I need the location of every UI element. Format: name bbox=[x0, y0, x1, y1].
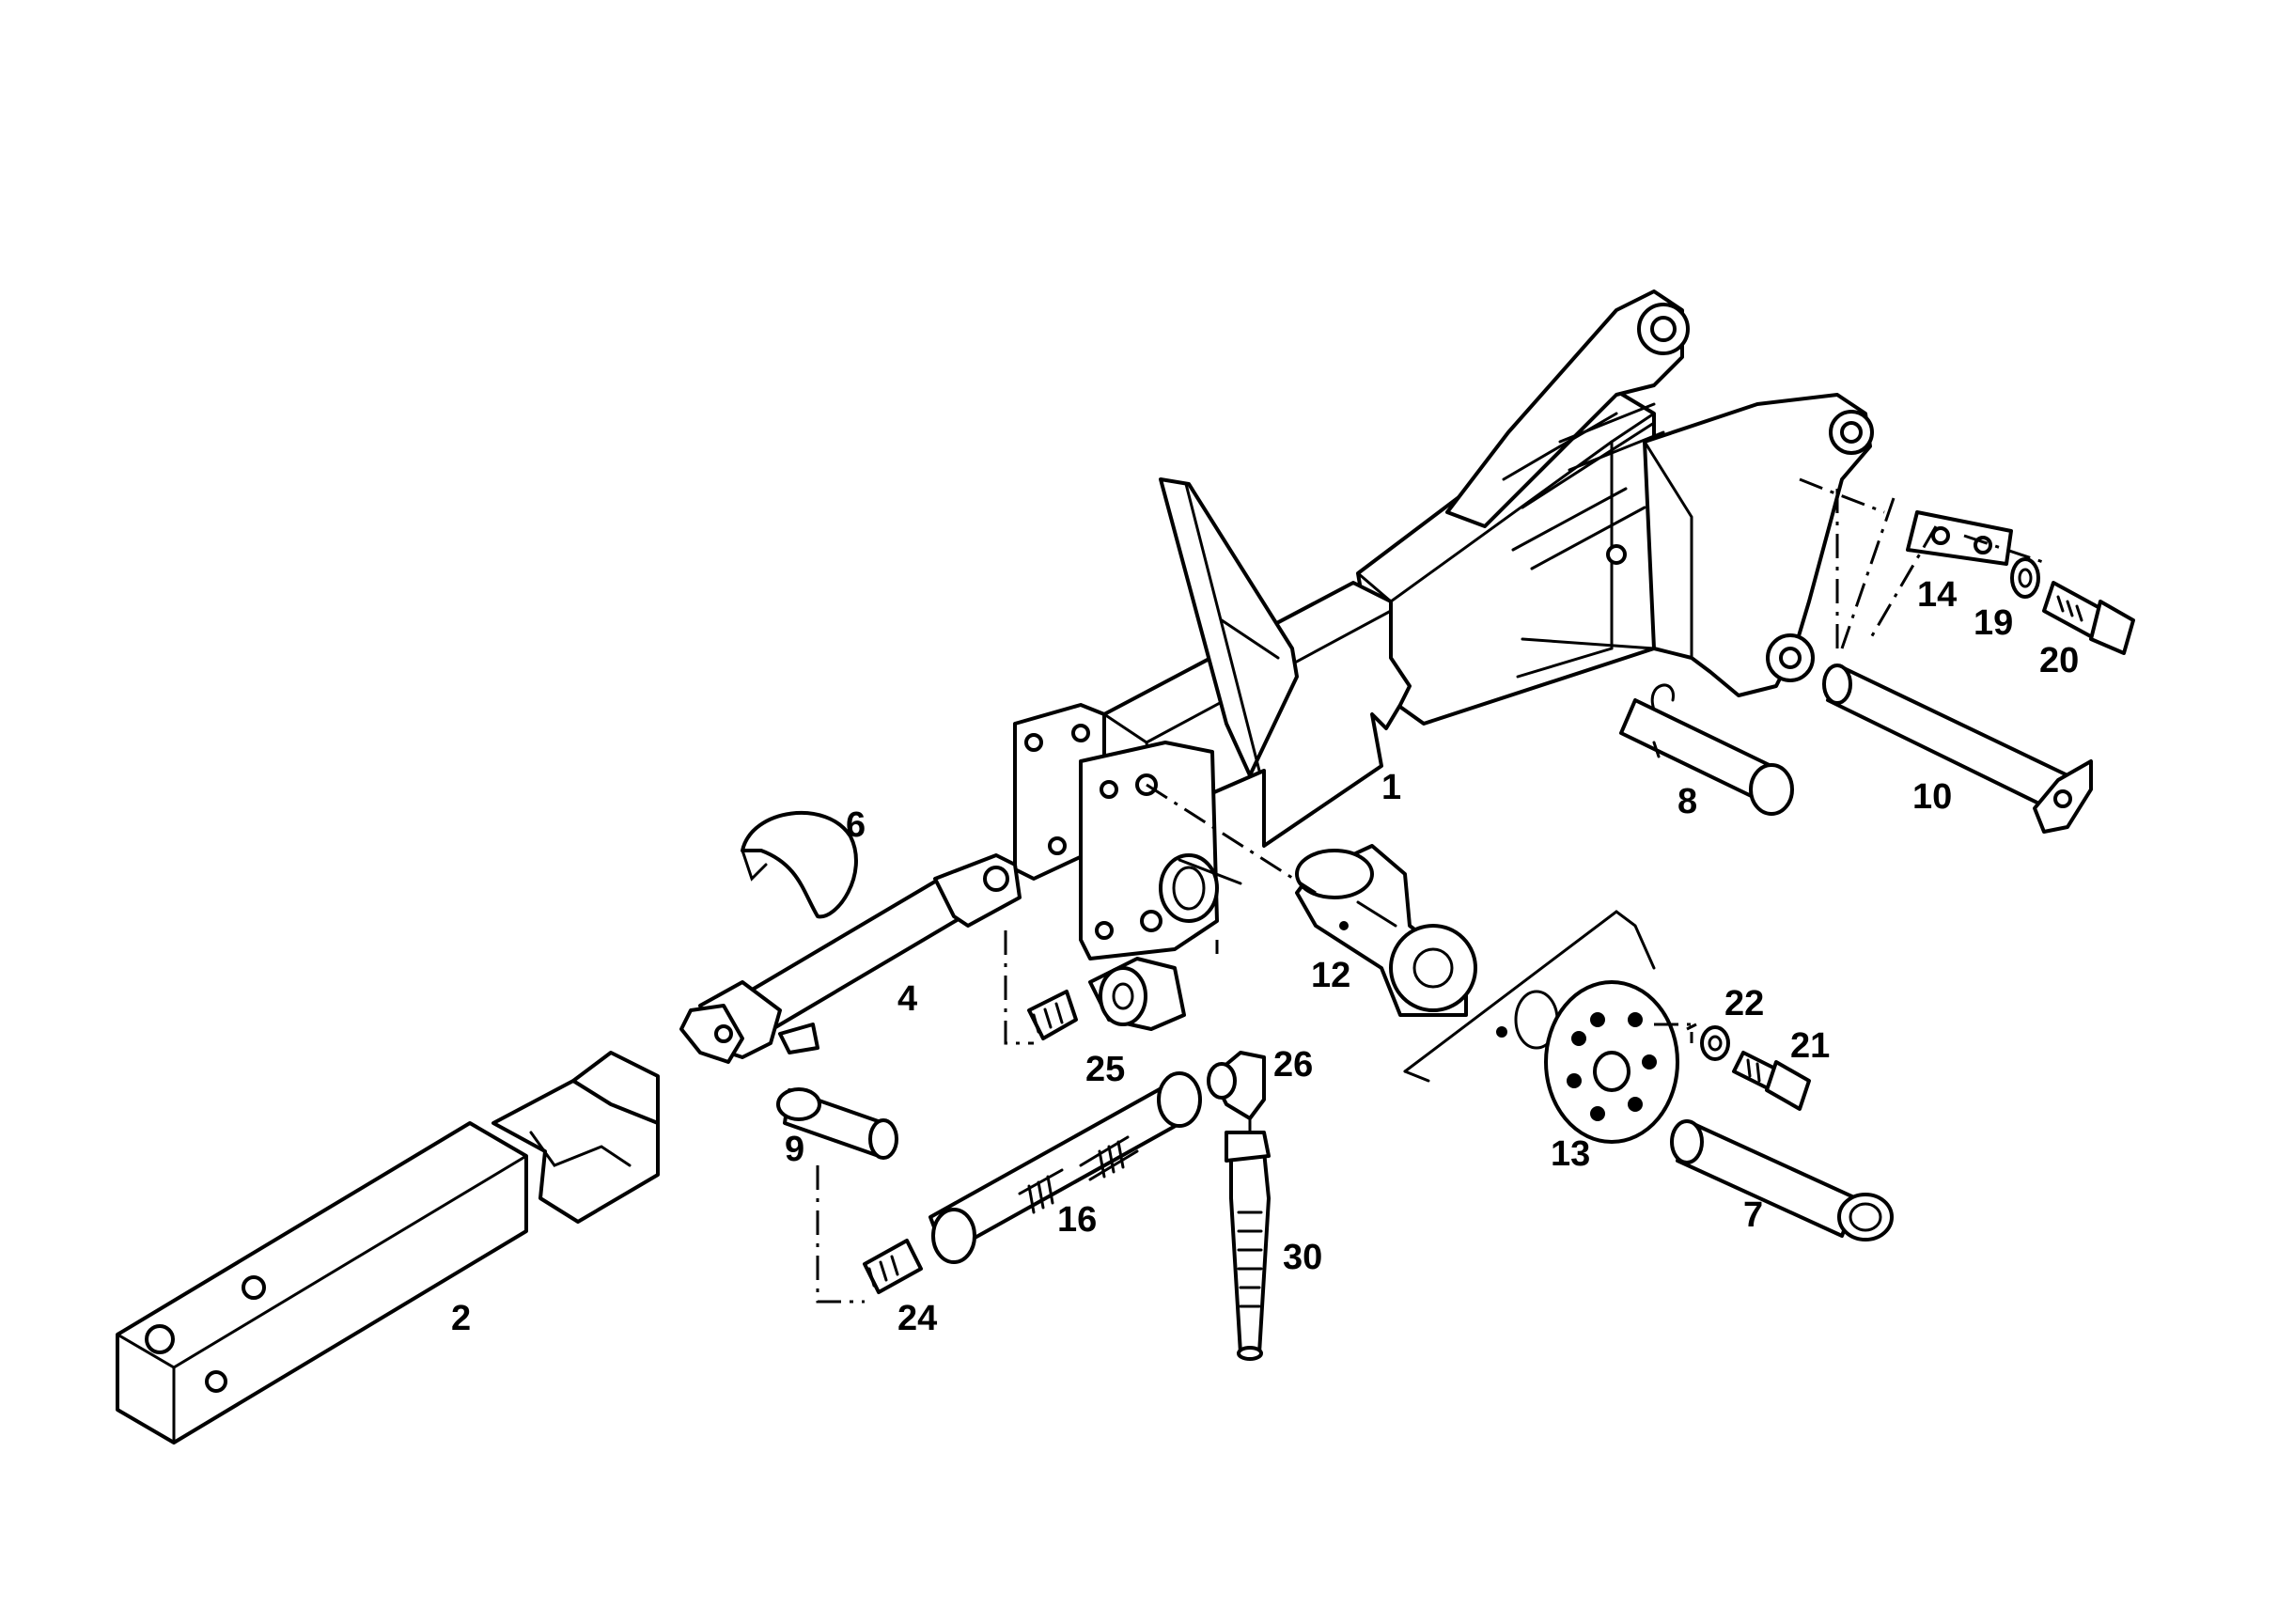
part-8-linch-pin bbox=[1619, 683, 1794, 816]
part-9-pin bbox=[776, 1087, 898, 1160]
callout-4: 4 bbox=[897, 979, 917, 1019]
callout-6: 6 bbox=[846, 805, 866, 845]
part-25-elbow-fitting bbox=[1027, 957, 1186, 1040]
callout-21: 21 bbox=[1790, 1026, 1830, 1066]
callout-14: 14 bbox=[1917, 575, 1957, 615]
part-20-bolt bbox=[2042, 581, 2135, 655]
callout-30: 30 bbox=[1283, 1238, 1322, 1277]
callout-10: 10 bbox=[1912, 777, 1952, 817]
part-13-disc-plate bbox=[1403, 910, 1679, 1144]
part-2-drawbar-tube bbox=[116, 1051, 660, 1444]
callout-12: 12 bbox=[1311, 956, 1350, 995]
callout-9: 9 bbox=[785, 1130, 804, 1169]
part-21-bolt bbox=[1732, 1051, 1811, 1111]
part-7-pin bbox=[1670, 1119, 1894, 1241]
callout-26: 26 bbox=[1273, 1045, 1313, 1085]
center-lines bbox=[816, 477, 2050, 1304]
part-19-washer bbox=[2010, 557, 2040, 599]
callout-2: 2 bbox=[451, 1299, 471, 1338]
part-1-main-frame bbox=[1013, 289, 1874, 960]
part-16-hose bbox=[928, 1071, 1202, 1264]
part-4-hydraulic-cylinder bbox=[679, 853, 1022, 1064]
callout-25: 25 bbox=[1085, 1050, 1125, 1089]
callout-22: 22 bbox=[1724, 984, 1764, 1023]
part-26-elbow bbox=[1207, 1051, 1266, 1120]
part-22-washer bbox=[1700, 1025, 1730, 1061]
part-14-lock-plate bbox=[1906, 510, 2013, 566]
part-10-main-pin bbox=[1822, 664, 2093, 834]
callout-13: 13 bbox=[1551, 1134, 1590, 1174]
callout-24: 24 bbox=[897, 1299, 937, 1338]
callout-7: 7 bbox=[1743, 1195, 1763, 1235]
callout-1: 1 bbox=[1381, 768, 1401, 807]
callout-8: 8 bbox=[1677, 782, 1697, 821]
part-12-bushing bbox=[1295, 844, 1477, 1017]
callout-20: 20 bbox=[2039, 641, 2079, 680]
part-24-fitting bbox=[863, 1239, 923, 1294]
callout-19: 19 bbox=[1974, 603, 2013, 643]
callout-16: 16 bbox=[1057, 1200, 1097, 1240]
part-6-hose-clamp bbox=[741, 810, 858, 919]
part-30-hose bbox=[1225, 1131, 1271, 1361]
callout-labels: 1 2 4 6 7 8 9 10 12 13 14 16 19 20 21 22… bbox=[451, 575, 2079, 1338]
